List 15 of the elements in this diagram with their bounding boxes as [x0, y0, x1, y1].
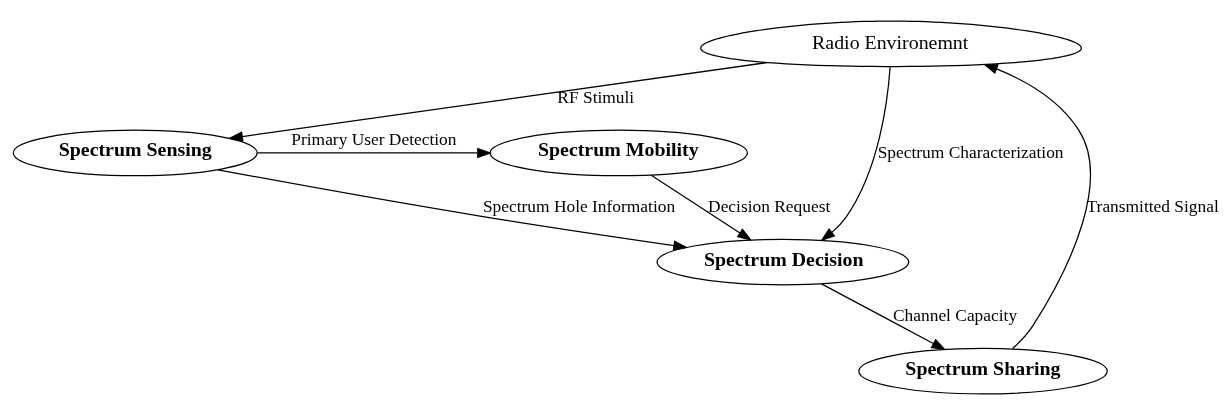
edge-label: Primary User Detection — [291, 128, 457, 148]
arrow — [217, 168, 689, 251]
edge-label: Spectrum Hole Information — [482, 195, 676, 216]
edge-label: Decision Request — [708, 195, 831, 216]
arrow — [256, 147, 493, 158]
node-ellipse: Spectrum Mobility — [489, 129, 749, 176]
arrow — [982, 63, 1092, 349]
edge-label: Spectrum Characterization — [877, 141, 1064, 162]
node-ellipse: Spectrum Sharing — [858, 347, 1108, 394]
edge-label: RF Stimuli — [557, 86, 635, 107]
edge-label: Channel Capacity — [893, 304, 1018, 325]
arrow — [228, 61, 768, 142]
arrow — [820, 282, 947, 350]
arrow — [650, 174, 753, 241]
arrow — [820, 65, 891, 241]
